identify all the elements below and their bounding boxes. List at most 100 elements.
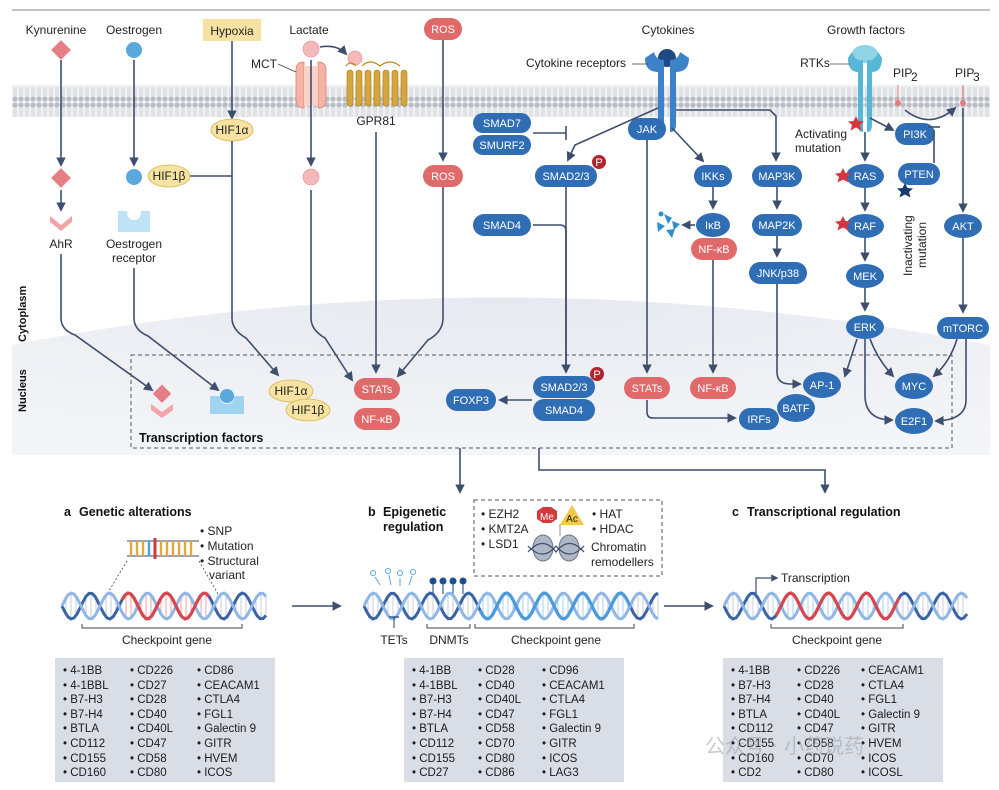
kynurenine-label: Kynurenine — [26, 23, 87, 37]
watermark: 公众号 · 小药说药 — [705, 734, 865, 758]
acetyl-mark-label: Ac — [566, 514, 578, 525]
panel-c-dna-helix — [722, 591, 969, 621]
hif1b-nuclear-node — [285, 398, 331, 422]
nucleus-side-label: Nucleus — [17, 369, 29, 412]
gene-item: CD40L — [478, 693, 521, 708]
inactivating-mutation-star-icon — [897, 183, 913, 198]
map3k-label: MAP3K — [758, 171, 796, 183]
nfkb-nuclear-label-2: NF-κB — [697, 383, 728, 395]
inactivating-mutation-label-2: mutation — [915, 222, 929, 268]
stats-nuclear-label-2: STATs — [632, 383, 663, 395]
irfs-node — [739, 408, 779, 430]
gene-item: CD80 — [478, 752, 521, 767]
erk-label: ERK — [854, 322, 877, 334]
ros-cyto-node — [423, 165, 463, 187]
ikks-label: IKKs — [701, 171, 725, 183]
panel-a-letter: a — [64, 505, 72, 519]
growth-factors-label: Growth factors — [827, 23, 905, 37]
gene-item: B7-H4 — [731, 693, 774, 708]
gene-item: FGL1 — [197, 708, 260, 723]
cytoplasm-side-label: Cytoplasm — [17, 286, 29, 342]
nucleosome-icon — [527, 534, 585, 562]
gene-item: HVEM — [197, 752, 260, 767]
gpr81-receptor — [345, 61, 408, 107]
gene-item: CD226 — [130, 664, 173, 679]
panel-b-dna-helix — [362, 591, 659, 621]
ahr-nuclear-icon — [151, 404, 173, 418]
gene-item: CD80 — [797, 766, 840, 781]
panel-c-letter: c — [732, 505, 739, 519]
gpr81-label: GPR81 — [356, 114, 396, 128]
gene-item: 4-1BBL — [63, 679, 108, 694]
panel-b-gene-col-1: 4-1BB4-1BBLB7-H3B7-H4BTLACD112CD155CD27 — [412, 664, 458, 781]
myc-label: MYC — [902, 381, 927, 393]
methyl-mark-label: Me — [540, 512, 554, 523]
panel-b-gene-label: Checkpoint gene — [511, 633, 601, 647]
gene-item: FGL1 — [542, 708, 605, 723]
panel-c-gene-col-3: CEACAM1CTLA4FGL1Galectin 9GITRHVEMICOSIC… — [861, 664, 924, 781]
oestrogen-receptor-icon — [118, 211, 150, 232]
gene-item: 4-1BBL — [412, 679, 457, 694]
gene-item: CD47 — [130, 737, 173, 752]
nfkb-cyto-node — [691, 238, 737, 260]
hdac-label: • HDAC — [592, 522, 634, 536]
gene-item: FGL1 — [861, 693, 924, 708]
ahr-label: AhR — [49, 237, 73, 251]
gene-item: CD70 — [478, 737, 521, 752]
jnk-p38-node — [749, 262, 807, 284]
raf-node — [846, 214, 884, 238]
ap1-node — [803, 372, 841, 398]
gene-item: CD86 — [197, 664, 260, 679]
panel-a-legend-variant: variant — [209, 568, 246, 582]
hypoxia-label: Hypoxia — [210, 24, 254, 38]
dna-strand — [60, 591, 268, 621]
akt-label: AKT — [952, 221, 974, 233]
ros-top-node — [424, 18, 462, 40]
inactivating-mutation-label-1: Inactivating — [901, 215, 915, 276]
dna-strand — [362, 591, 659, 621]
gene-item: CEACAM1 — [542, 679, 605, 694]
panel-a-legend-mutation: • Mutation — [200, 539, 254, 553]
gene-item: BTLA — [412, 722, 458, 737]
gene-item: GITR — [197, 737, 260, 752]
pip3-subscript: 3 — [973, 70, 980, 84]
mtorc-node — [937, 317, 989, 339]
phospho-cyto-label: P — [595, 157, 602, 169]
map2k-node — [752, 214, 802, 236]
gene-item: CD40L — [797, 708, 840, 723]
erk-node — [846, 315, 884, 339]
gene-item: CD27 — [130, 679, 173, 694]
acetyl-mark-icon — [560, 505, 584, 525]
batf-label: BATF — [782, 403, 810, 415]
akt-node — [944, 214, 982, 238]
panel-c-gene-col-2: CD226CD28CD40CD40LCD47CD58CD70CD80 — [797, 664, 840, 781]
gene-item: Galectin 9 — [542, 722, 605, 737]
panel-a-gene-list: 4-1BB4-1BBLB7-H3B7-H4BTLACD112CD155CD160… — [55, 658, 275, 782]
gene-item: LAG3 — [542, 766, 605, 781]
panel-b-title-2: regulation — [383, 520, 443, 534]
kynurenine-diamond — [51, 40, 71, 60]
gene-item: CD58 — [130, 752, 173, 767]
panel-a-legend-snp: • SNP — [200, 524, 232, 538]
hif1a-cyto-label: HIF1α — [216, 123, 249, 137]
gene-item: BTLA — [731, 708, 774, 723]
snp-dna-inset — [106, 538, 219, 595]
gene-item: CD155 — [63, 752, 109, 767]
gene-segment-strand — [774, 591, 901, 621]
smad4-nuclear-label: SMAD4 — [545, 405, 583, 417]
oestrogen-cyto-molecule — [126, 169, 142, 185]
gene-item: B7-H3 — [63, 693, 109, 708]
foxp3-label: FOXP3 — [453, 395, 489, 407]
smurf2-node — [473, 135, 531, 155]
nfkb-cyto-label: NF-κB — [698, 244, 729, 256]
panel-a-gene-label: Checkpoint gene — [122, 633, 212, 647]
cytokine-receptors-label: Cytokine receptors — [526, 56, 626, 70]
smad4-nuclear-node — [533, 399, 595, 421]
gene-item: CD2 — [731, 766, 774, 781]
dna-strand — [60, 591, 268, 621]
mek-label: MEK — [853, 271, 878, 283]
transcription-factors-label: Transcription factors — [139, 431, 263, 445]
nfkb-nuclear-label: NF-κB — [361, 414, 392, 426]
map2k-label: MAP2K — [758, 220, 796, 232]
